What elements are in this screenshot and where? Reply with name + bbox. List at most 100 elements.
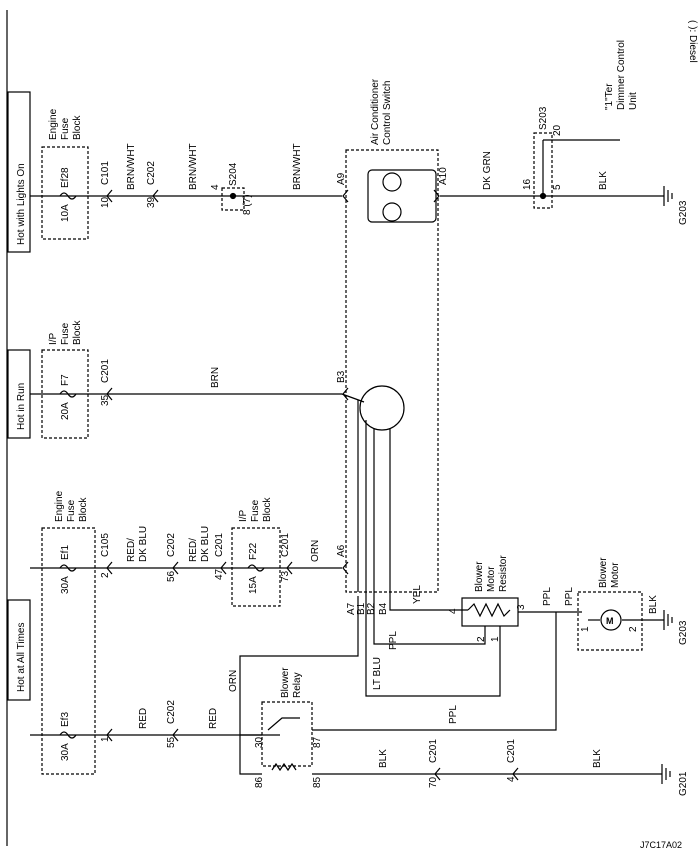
blower-switch-wiper — [341, 393, 365, 403]
motor-pin-2: 2 — [628, 626, 639, 632]
fb-ip-bottom-2: Fuse — [250, 499, 261, 522]
fb-ip-mid-2: Fuse — [60, 322, 71, 345]
wire-label-orn-top: ORN — [310, 540, 321, 562]
pin-2: 2 — [100, 572, 111, 578]
s204-box — [221, 187, 245, 211]
wire-label-red-1: RED — [138, 708, 149, 729]
blower-switch-dial — [359, 385, 405, 431]
conn-c105 — [106, 561, 113, 575]
pin-5: 5 — [552, 184, 563, 190]
bus-box-all-times — [7, 599, 31, 701]
bus-label-run: Hot in Run — [16, 383, 27, 430]
wire-label-red-2: RED — [208, 708, 219, 729]
label-c201-f22: C201 — [280, 533, 291, 557]
label-c201-blk-2: C201 — [506, 739, 517, 763]
fb-ip-mid-3: Block — [72, 320, 83, 345]
wire-label-ppl-b2: PPL — [388, 631, 399, 650]
pin-70: 70 — [428, 776, 439, 788]
motor-label-2: Motor — [610, 562, 621, 588]
label-c105: C105 — [100, 533, 111, 557]
ground-g203-mid — [663, 610, 673, 630]
pin-55: 55 — [166, 736, 177, 748]
fb-ip-bottom-3: Block — [262, 497, 273, 522]
label-c202-top: C202 — [146, 161, 157, 185]
pin-56: 56 — [166, 570, 177, 582]
ground-g201 — [661, 764, 671, 784]
ground-label-g203-mid: G203 — [678, 620, 689, 645]
fuse-ef1-name: Ef1 — [60, 545, 71, 560]
label-a6: A6 — [336, 544, 347, 557]
conn-c202-top — [152, 189, 159, 203]
motor-circle — [600, 609, 622, 631]
wire-label-dk-grn: DK GRN — [482, 151, 493, 190]
conn-c201-mid — [106, 387, 113, 401]
wire-label-yel: YEL — [412, 585, 423, 604]
wire-label-ppl-1: PPL — [542, 587, 553, 606]
resistor-pin-4: 4 — [448, 608, 459, 614]
figure-id: J7C17A02 — [640, 840, 682, 850]
pin-39: 39 — [146, 196, 157, 208]
wire-label-ppl-2: PPL — [564, 587, 575, 606]
wire-orn-relay — [239, 596, 359, 775]
motor-label-1: Blower — [598, 557, 609, 588]
legend-diesel: ( ): Diesel — [687, 20, 698, 63]
pin-10: 10 — [100, 196, 111, 208]
motor-pin-1: 1 — [580, 626, 591, 632]
ac-lamp-1 — [382, 172, 402, 192]
ac-switch-label-1: Air Conditioner — [370, 78, 381, 145]
ground-label-g203-top: G203 — [678, 200, 689, 225]
conn-ef3-out — [106, 728, 113, 742]
relay-label-2: Relay — [292, 672, 303, 698]
wire-label-blk-top: BLK — [598, 171, 609, 190]
dimmer-label-3: Unit — [628, 92, 639, 110]
pin-86: 86 — [254, 776, 265, 788]
s204-label: S204 — [228, 162, 239, 186]
pin-73: 73 — [280, 570, 291, 582]
relay-box — [261, 701, 313, 767]
bus-label-lights-on: Hot with Lights On — [16, 163, 27, 245]
wire-label-brn: BRN — [210, 367, 221, 388]
fuse-ef28-name: Ef28 — [60, 167, 71, 188]
pin-35: 35 — [100, 394, 111, 406]
pin-30: 30 — [254, 736, 265, 748]
fuse-block-engine-bottom — [41, 527, 96, 775]
wire-ppl-b2 — [373, 592, 486, 645]
fuse-f22-name: F22 — [248, 542, 259, 560]
wire-ppl-relay — [312, 612, 557, 731]
conn-a10 — [433, 189, 440, 203]
fuse-ef1-symbol — [59, 564, 77, 572]
wire-label-red-dkblu-2b: DK BLU — [200, 526, 211, 562]
fuse-block-engine-top — [41, 146, 89, 240]
bus-box-lights-on — [7, 91, 31, 253]
fuse-ef3-amp: 30A — [60, 743, 71, 761]
fuse-ef3-name: Ef3 — [60, 712, 71, 727]
wire-label-brn-wht-2: BRN/WHT — [188, 143, 199, 190]
resistor-zigzag — [467, 602, 511, 618]
wire-label-lt-blu: LT BLU — [372, 657, 383, 690]
conn-c202-bottom — [172, 561, 179, 575]
resistor-pin-1: 1 — [490, 636, 501, 642]
pin-4: 4 — [506, 776, 517, 782]
conn-a9 — [342, 189, 349, 203]
label-b2: B2 — [366, 602, 377, 615]
resistor-label-1: Blower — [474, 561, 485, 592]
ac-switch-internal — [367, 169, 437, 223]
fb-engine-top-3: Block — [72, 115, 83, 140]
fb-engine-top-2: Fuse — [60, 117, 71, 140]
conn-c201-f22 — [286, 561, 293, 575]
wire-label-red-dkblu-1a: RED/ — [126, 538, 137, 562]
label-c201-bottom: C201 — [214, 533, 225, 557]
label-a10: A10 — [438, 167, 449, 185]
fb-ip-bottom-1: I/P — [238, 509, 249, 522]
label-a9: A9 — [336, 172, 347, 185]
label-c202-red: C202 — [166, 700, 177, 724]
dimmer-label-2: Dimmer Control — [616, 40, 627, 110]
conn-c202-red — [172, 728, 179, 742]
fuse-ef28-symbol — [59, 192, 77, 200]
label-b3: B3 — [336, 370, 347, 383]
fb-engine-top-1: Engine — [48, 108, 59, 140]
label-c201-blk-1: C201 — [428, 739, 439, 763]
pin-1: 1 — [100, 736, 111, 742]
label-b1: B1 — [356, 602, 367, 615]
